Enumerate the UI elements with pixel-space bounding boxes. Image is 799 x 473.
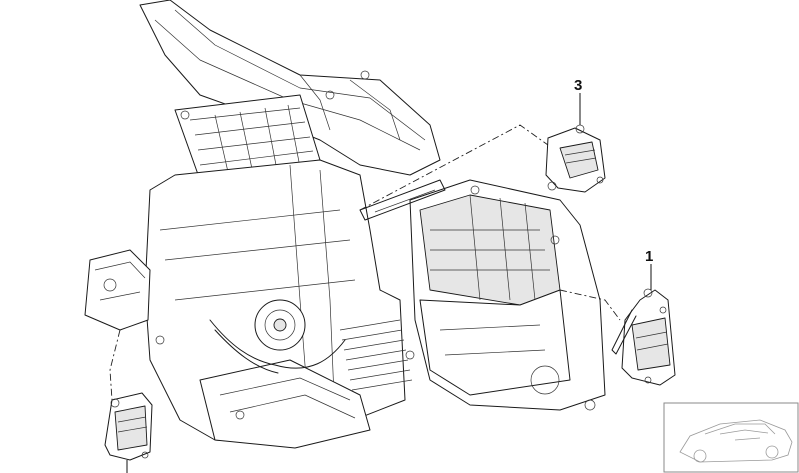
- connection-lines: [109, 124, 621, 401]
- evaporator-housing: [359, 179, 606, 411]
- callout-1-label: 1: [645, 248, 653, 265]
- car-icon: [679, 419, 793, 463]
- heater-housing-assembly: [84, 0, 441, 449]
- vehicle-inset-thumbnail: [663, 402, 799, 473]
- callout-3-label: 3: [574, 77, 582, 94]
- actuator-part-1: 1: [611, 248, 676, 386]
- actuator-part-3: 3: [545, 77, 606, 193]
- actuator-part-bottom-left: [104, 392, 153, 473]
